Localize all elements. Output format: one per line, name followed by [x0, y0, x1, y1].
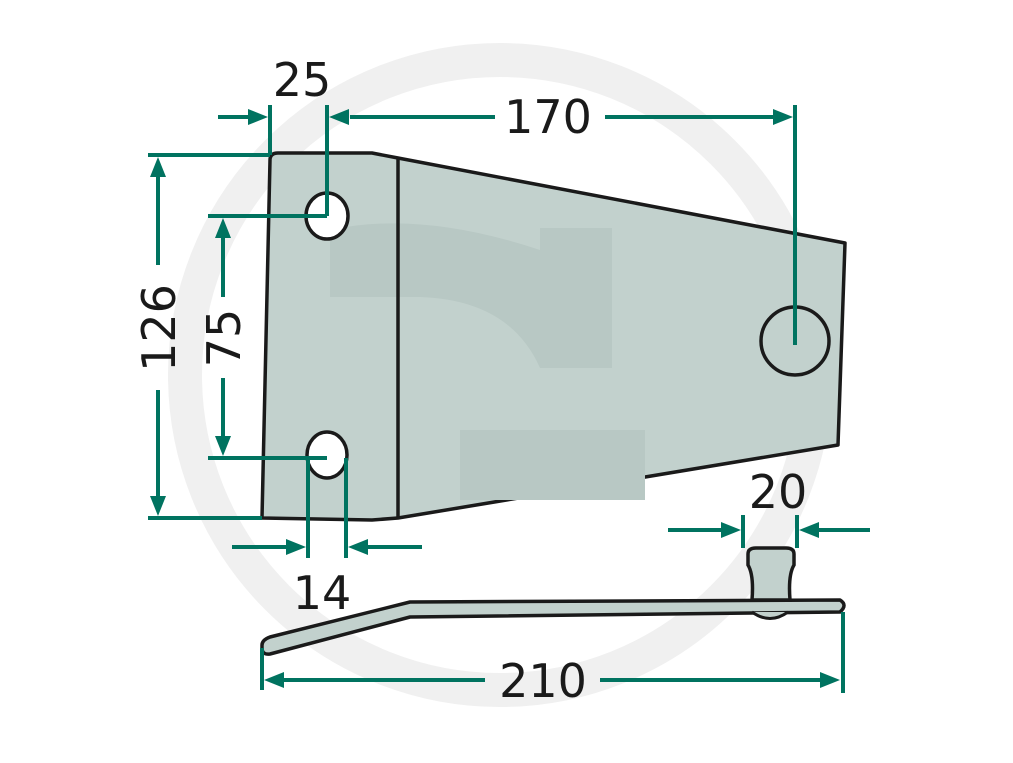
dim-label-210: 210: [499, 654, 587, 708]
dim-label-170: 170: [504, 90, 592, 144]
hole-bottom-left: [305, 430, 349, 480]
dim-label-126: 126: [132, 284, 186, 372]
dim-label-14: 14: [293, 566, 352, 620]
dim-label-20: 20: [749, 465, 808, 519]
dimension-lines: [148, 105, 870, 693]
dim-label-75: 75: [197, 309, 251, 368]
blade-top-view: [260, 151, 847, 522]
dim-label-25: 25: [273, 53, 332, 107]
